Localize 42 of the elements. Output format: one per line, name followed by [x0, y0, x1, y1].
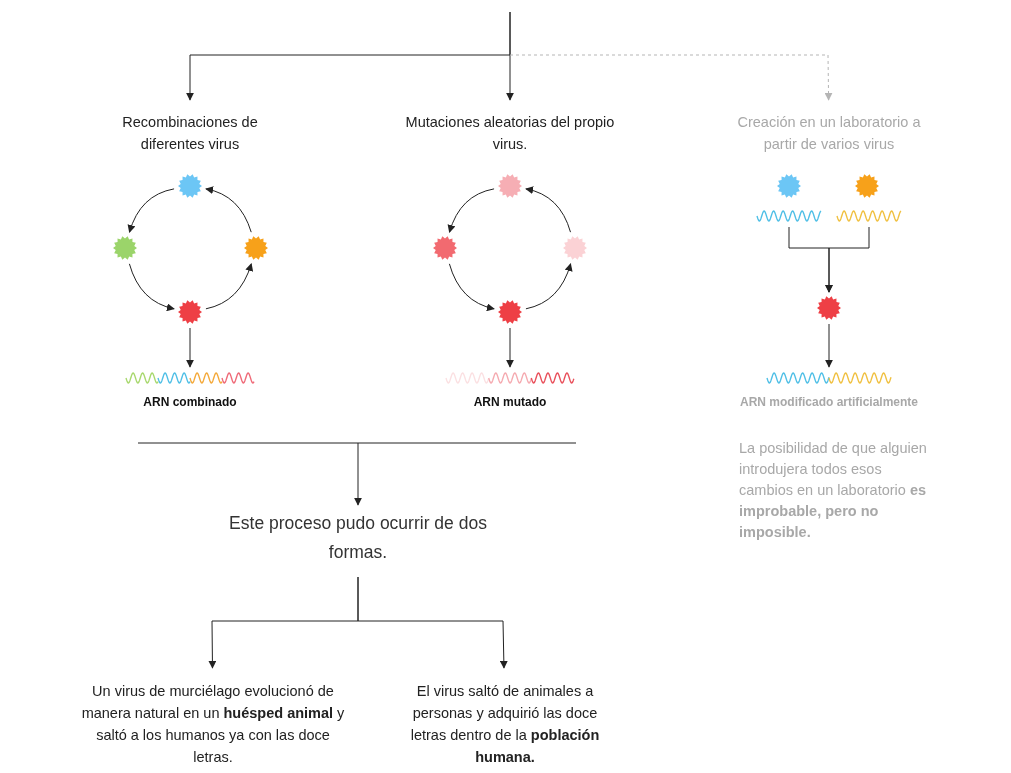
caption-text: Creación en un laboratorio a partir de varios virus — [723, 100, 935, 156]
rna-label: ARN mutado — [473, 394, 547, 411]
arrow — [205, 186, 252, 233]
rna-label: ARN modificado artificialmente — [740, 394, 918, 411]
caption-text: Un virus de murciélago evolucionó de manera natural en un huésped animal y saltó a los humanos ya con las doce letras. — [78, 668, 348, 768]
arrow — [128, 263, 175, 311]
arrow — [448, 263, 495, 311]
arrow — [825, 323, 833, 368]
caption-text: Mutaciones aleatorias del propio virus. — [405, 100, 615, 156]
arrow — [525, 263, 573, 310]
rna-wave — [126, 371, 254, 385]
virus-icon — [855, 174, 879, 198]
virus-icon — [498, 174, 522, 198]
arrow — [354, 442, 362, 506]
arrow — [506, 327, 514, 368]
arrow — [447, 188, 495, 233]
arrow — [825, 226, 870, 293]
virus-icon — [817, 296, 841, 320]
arrow — [506, 11, 514, 101]
caption-text: Recombinaciones de diferentes virus — [105, 100, 275, 156]
rna-wave — [446, 371, 574, 385]
caption-text: Este proceso pudo ocurrir de dos formas. — [208, 505, 508, 577]
caption-text: El virus saltó de animales a personas y adquirió las doce letras dentro de la población humana. — [393, 668, 617, 768]
virus-icon — [498, 300, 522, 324]
virus-icon — [244, 236, 268, 260]
note-text: La posibilidad de que alguien introdujera todos esos cambios en un laboratorio es improbable, pero no imposible. — [739, 439, 928, 542]
virus-icon — [178, 300, 202, 324]
rna-label: ARN combinado — [143, 394, 237, 411]
virus-icon — [178, 174, 202, 198]
arrow — [205, 263, 253, 310]
arrow — [509, 54, 833, 101]
arrow — [186, 327, 194, 368]
rna-wave — [767, 371, 891, 385]
virus-icon — [563, 236, 587, 260]
arrow — [525, 186, 571, 233]
arrow — [127, 188, 175, 233]
rna-wave — [757, 209, 821, 223]
arrow — [357, 576, 508, 669]
virus-icon — [777, 174, 801, 198]
virus-icon — [433, 236, 457, 260]
rna-wave — [837, 209, 901, 223]
virus-icon — [113, 236, 137, 260]
